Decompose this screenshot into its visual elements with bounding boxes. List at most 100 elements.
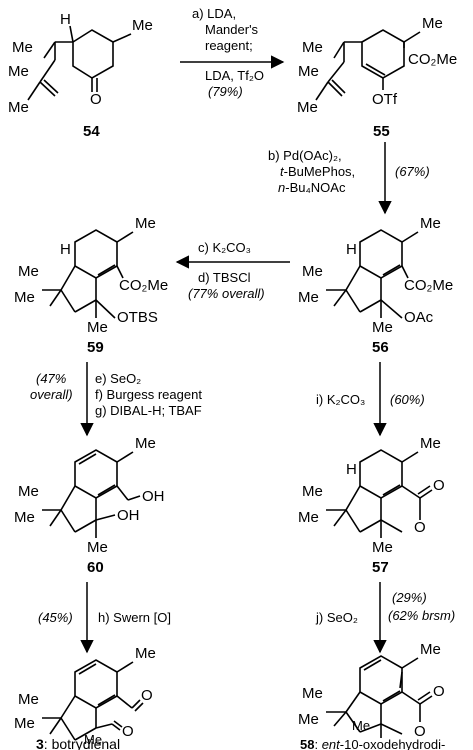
reaction-cd-yield: (77% overall) — [188, 286, 265, 301]
compound-55 — [315, 29, 421, 101]
c57-me2: Me — [298, 509, 319, 526]
compound-3 — [42, 659, 144, 741]
c55-number: 55 — [373, 123, 390, 140]
svg-text:t-BuMePhos,: t-BuMePhos, — [280, 164, 355, 179]
reaction-efg-yield2: overall) — [30, 387, 73, 402]
c57-o-ring: O — [414, 519, 426, 536]
c56-number: 56 — [372, 339, 389, 356]
c60-oh2: OH — [117, 507, 140, 524]
c58-o-ring: O — [414, 723, 426, 740]
reaction-i-yield: (60%) — [390, 392, 425, 407]
reaction-b-line1: b) Pd(OAc)₂, — [268, 148, 342, 163]
c59-otbs: OTBS — [117, 309, 158, 326]
reaction-a-line1: a) LDA, — [192, 6, 236, 21]
c58-me-top: Me — [420, 641, 441, 658]
c55-me3: Me — [297, 99, 318, 116]
compound-55-labels: Me Me Me Me CO₂Me OTf 55 — [297, 15, 457, 140]
reaction-j-yield1: (29%) — [392, 590, 427, 605]
compound-56 — [326, 229, 419, 319]
reaction-a-line4: LDA, Tf₂O — [205, 68, 264, 83]
c60-me3: Me — [87, 539, 108, 556]
reaction-efg-line1: e) SeO₂ — [95, 371, 141, 386]
c58-number: 58 — [300, 737, 314, 750]
c59-me2: Me — [14, 289, 35, 306]
c56-oac: OAc — [404, 309, 434, 326]
reaction-j-label: j) SeO₂ — [315, 610, 358, 625]
c54-h: H — [60, 11, 71, 28]
reaction-i: i) K₂CO₃ (60%) — [316, 362, 425, 437]
c3-name: : botrydienal — [44, 736, 120, 750]
reaction-efg: (47% overall) e) SeO₂ f) Burgess reagent… — [30, 362, 202, 437]
compound-57-labels: H Me Me Me Me O O 57 — [298, 435, 445, 576]
c3-o2: O — [122, 723, 134, 740]
compound-56-labels: H Me Me Me Me CO₂Me OAc 56 — [298, 215, 453, 356]
reaction-b-line3a: n — [278, 180, 285, 195]
c57-me3: Me — [372, 539, 393, 556]
c56-h: H — [346, 241, 357, 258]
c58-o-carbonyl: O — [433, 683, 445, 700]
c57-number: 57 — [372, 559, 389, 576]
svg-text:3: botrydienal: 3: botrydienal — [36, 736, 120, 750]
c54-me3: Me — [8, 99, 29, 116]
c54-me2: Me — [8, 63, 29, 80]
reaction-efg-line2: f) Burgess reagent — [95, 387, 202, 402]
c56-ester: CO₂Me — [404, 277, 453, 294]
compound-59 — [42, 229, 134, 319]
c58-me1: Me — [302, 685, 323, 702]
c59-me-top: Me — [135, 215, 156, 232]
c3-number: 3 — [36, 736, 44, 750]
reaction-a: a) LDA, Mander's reagent; LDA, Tf₂O (79%… — [180, 6, 285, 99]
c55-me-top: Me — [422, 15, 443, 32]
c60-me2: Me — [14, 509, 35, 526]
c3-me3: Me — [84, 732, 102, 747]
compound-54-labels: H Me Me Me Me O 54 — [8, 11, 153, 140]
c58-me2: Me — [298, 711, 319, 728]
svg-text:58: ent-10-oxodehydrodi-: 58: ent-10-oxodehydrodi- — [300, 737, 445, 750]
compound-54 — [27, 25, 132, 101]
compound-58 — [326, 655, 433, 738]
c54-me1: Me — [12, 39, 33, 56]
c55-me2: Me — [298, 63, 319, 80]
reaction-b-yield: (67%) — [395, 164, 430, 179]
c3-me2: Me — [14, 715, 35, 732]
c55-me1: Me — [302, 39, 323, 56]
compound-3-labels: Me Me Me Me O O 3: botrydienal — [14, 645, 156, 750]
c60-me1: Me — [18, 483, 39, 500]
reaction-cd: c) K₂CO₃ d) TBSCl (77% overall) — [175, 240, 290, 301]
c58-me3: Me — [352, 718, 370, 733]
c57-me-top: Me — [420, 435, 441, 452]
reaction-cd-line2: d) TBSCl — [198, 270, 251, 285]
reaction-h-label: h) Swern [O] — [98, 610, 171, 625]
c54-o: O — [90, 91, 102, 108]
c55-otf: OTf — [372, 91, 398, 108]
c60-oh1: OH — [142, 488, 165, 505]
c57-h: H — [346, 461, 357, 478]
c58-name-italic: ent — [322, 737, 341, 750]
reaction-cd-line1: c) K₂CO₃ — [198, 240, 251, 255]
reaction-j-yield2: (62% brsm) — [388, 608, 455, 623]
reaction-a-line2: Mander's — [205, 22, 259, 37]
c60-me-top: Me — [135, 435, 156, 452]
reaction-b-line2b: -BuMePhos, — [284, 164, 356, 179]
c56-me2: Me — [298, 289, 319, 306]
compound-57 — [326, 449, 433, 538]
c54-number: 54 — [83, 123, 100, 140]
reaction-b: b) Pd(OAc)₂, t-BuMePhos, n-Bu₄NOAc (67%) — [268, 142, 430, 215]
c3-o1: O — [141, 687, 153, 704]
c54-me-top: Me — [132, 17, 153, 34]
c59-h: H — [60, 241, 71, 258]
c58-name-prefix: : — [314, 737, 321, 750]
c3-me-top: Me — [135, 645, 156, 662]
reaction-a-line3: reagent; — [205, 38, 253, 53]
c55-ester: CO₂Me — [408, 51, 457, 68]
c59-me1: Me — [18, 263, 39, 280]
c58-name-line1: -10-oxodehydrodi- — [340, 737, 446, 750]
c57-o-carbonyl: O — [433, 477, 445, 494]
c60-number: 60 — [87, 559, 104, 576]
reaction-efg-line3: g) DIBAL-H; TBAF — [95, 403, 202, 418]
reaction-h: (45%) h) Swern [O] — [38, 582, 171, 654]
c56-me3: Me — [372, 319, 393, 336]
reaction-b-line2a: t — [280, 164, 285, 179]
compound-60 — [42, 449, 141, 538]
